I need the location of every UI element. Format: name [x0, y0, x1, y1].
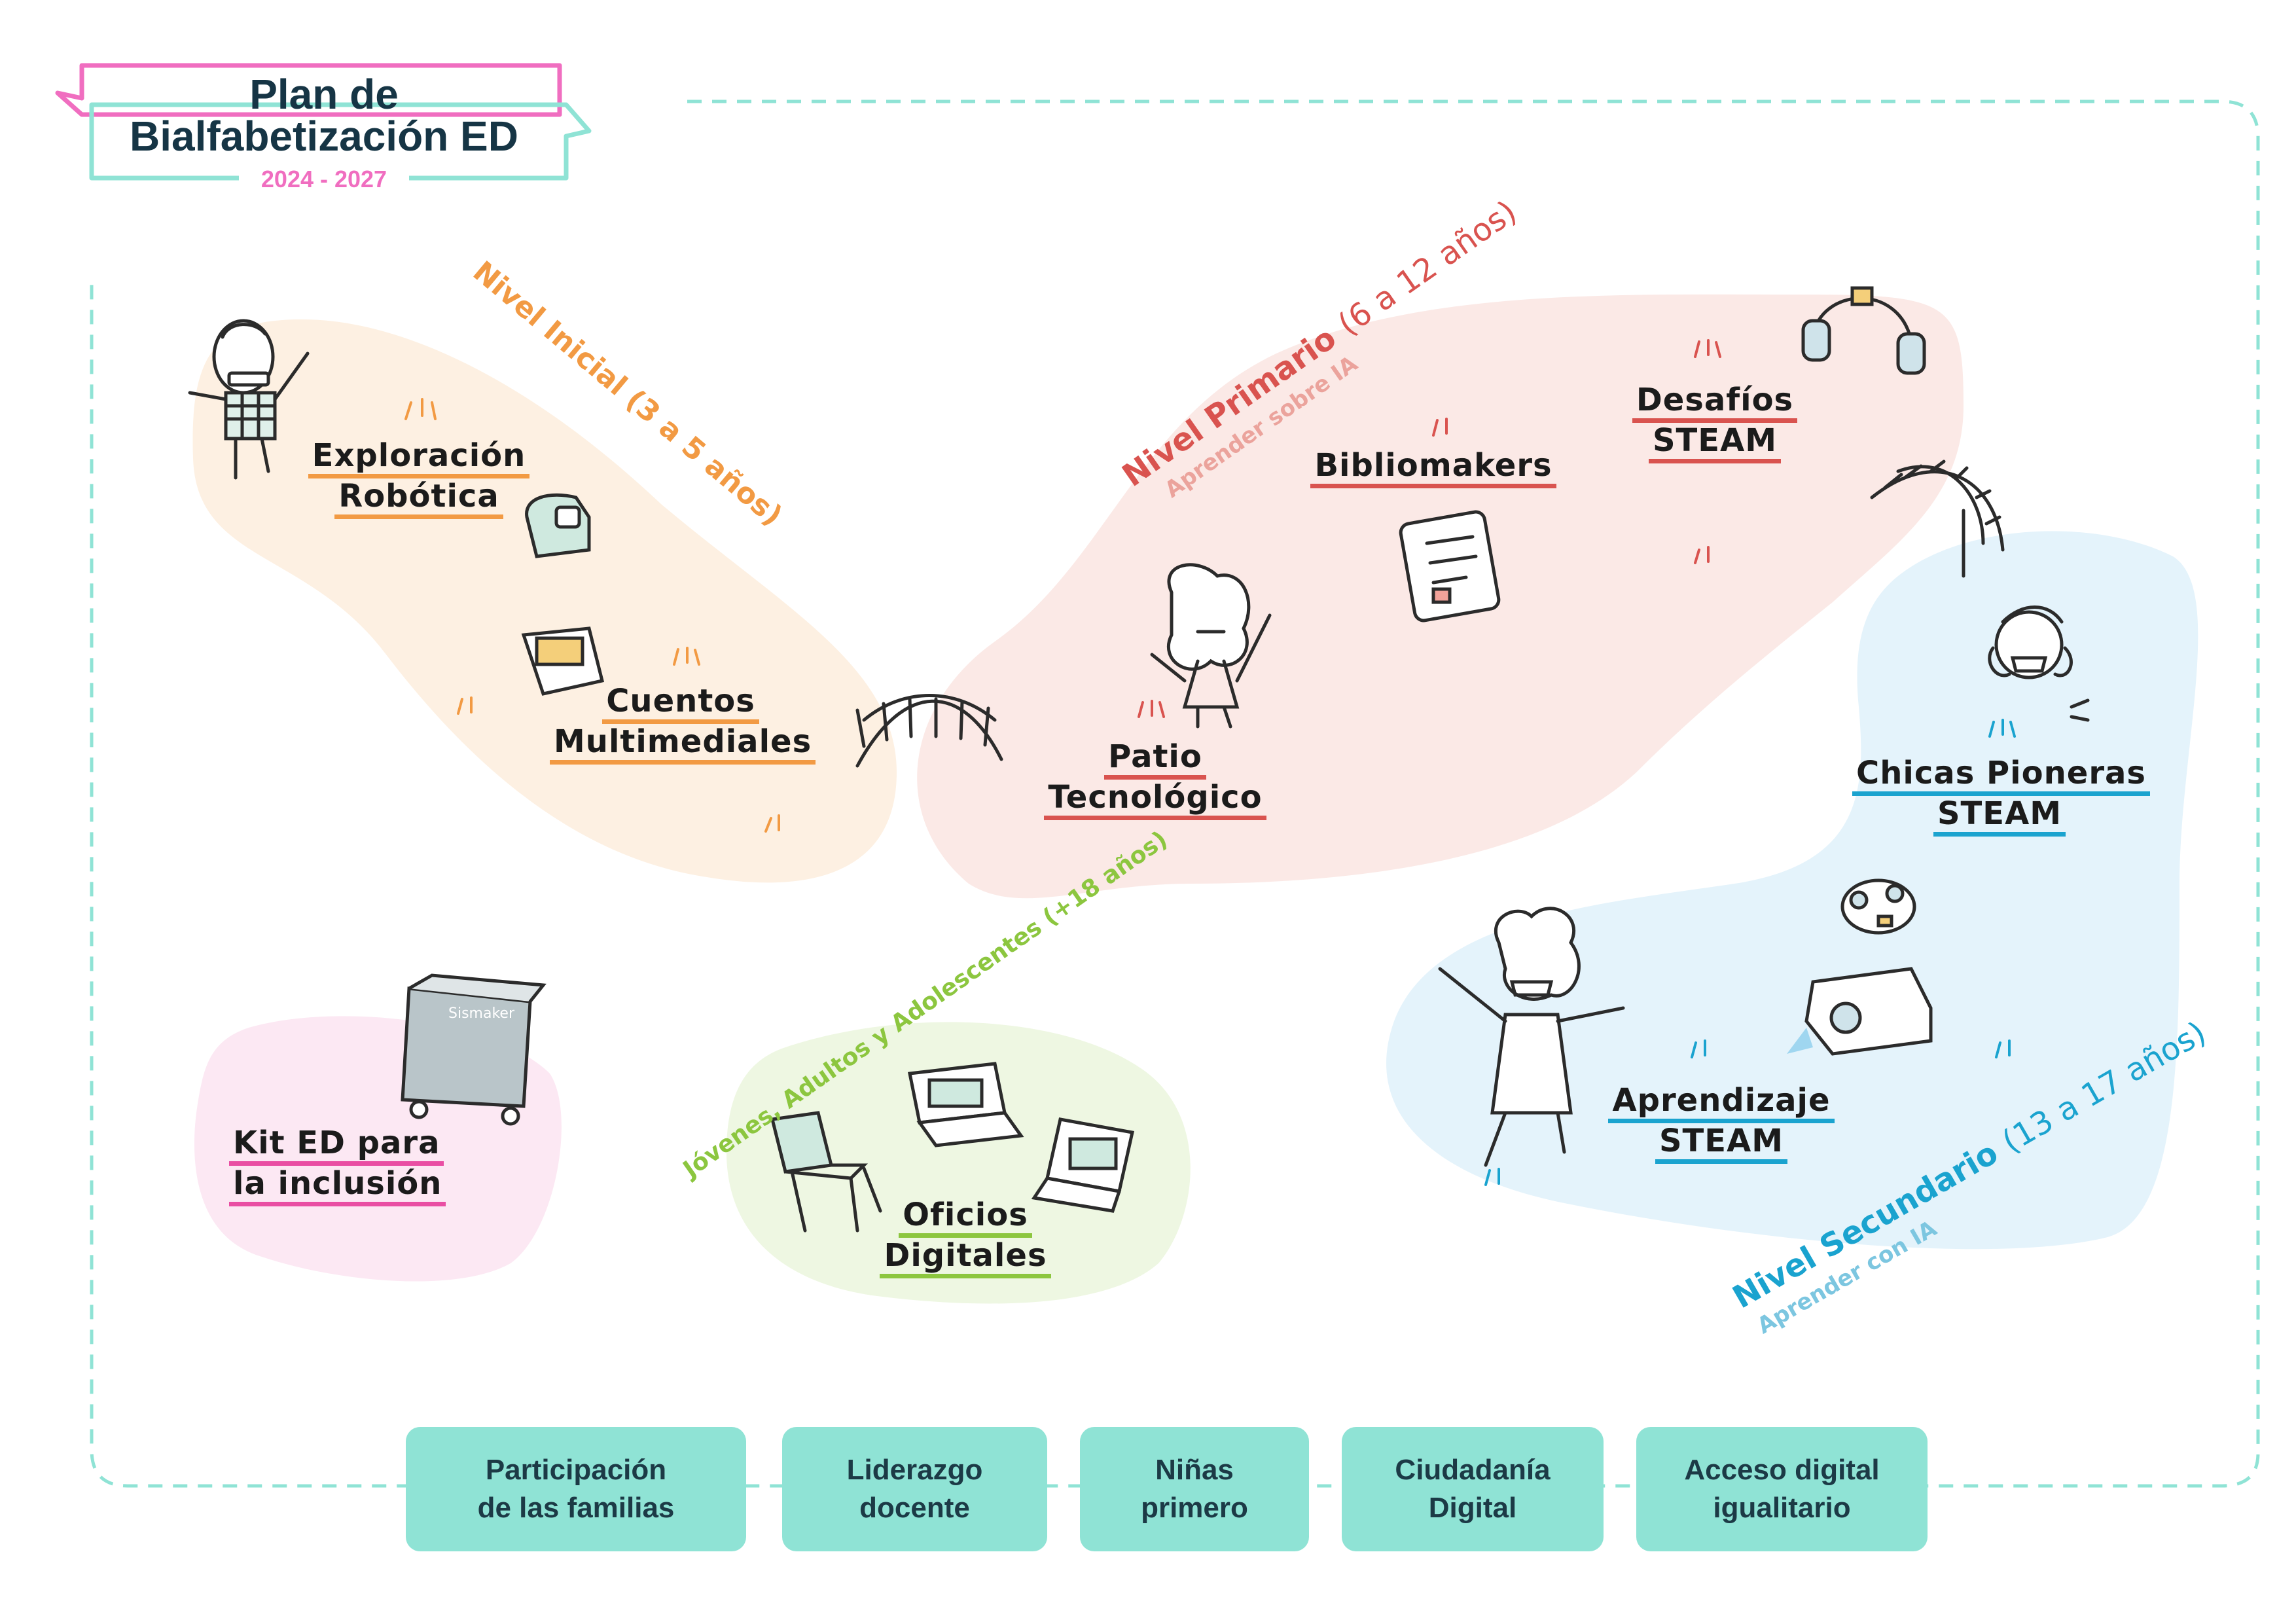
- bridge-left-icon: [855, 694, 1003, 768]
- program-aprendizaje-line-2: STEAM: [1655, 1123, 1787, 1164]
- boy-doodle-icon: [188, 319, 310, 480]
- pillar-acceso-text: Acceso digital igualitario: [1684, 1454, 1880, 1524]
- program-kit-line-2: la inclusión: [229, 1165, 446, 1206]
- program-chicas-pioneras-steam: Chicas Pioneras STEAM: [1852, 753, 2150, 837]
- robot-toy-icon: [525, 493, 591, 558]
- laptop-icon: [908, 1062, 1024, 1147]
- program-cuentos-line-2: Multimediales: [550, 723, 816, 765]
- robot-kit-icon: [1840, 878, 1916, 935]
- girl-doodle-icon: [1150, 563, 1272, 729]
- program-desafios-line-2: STEAM: [1648, 422, 1781, 463]
- program-chicas-line-1: Chicas Pioneras: [1852, 755, 2150, 796]
- title-frame: [55, 63, 592, 181]
- program-aprendizaje-line-1: Aprendizaje: [1608, 1082, 1835, 1123]
- program-patio-tecnologico: Patio Tecnológico: [1041, 736, 1270, 820]
- pillar-acceso: Acceso digital igualitario: [1636, 1427, 1928, 1551]
- program-cuentos-multimediales: Cuentos Multimediales: [550, 681, 816, 765]
- secundario-blob: [1386, 531, 2198, 1250]
- laptop-2-icon: [1031, 1117, 1135, 1213]
- pillar-liderazgo-text: Liderazgo docente: [846, 1454, 983, 1524]
- program-bibliomakers-line-1: Bibliomakers: [1310, 447, 1556, 488]
- sparkle-marks-blue: [1484, 719, 2016, 1186]
- title-line-1: Plan de: [249, 71, 399, 118]
- cabinet-icon: Sismaker: [401, 973, 547, 1126]
- cabinet-brand-text: Sismaker: [448, 1005, 515, 1022]
- sparkle-marks: [404, 398, 780, 833]
- program-chicas-line-2: STEAM: [1933, 795, 2066, 837]
- program-patio-line-2: Tecnológico: [1044, 779, 1266, 820]
- tablet-book-icon: [521, 626, 605, 696]
- program-oficios-line-1: Oficios: [899, 1197, 1032, 1238]
- program-patio-line-1: Patio: [1104, 738, 1206, 780]
- headphones-icon: [1801, 286, 1926, 375]
- program-cuentos-line-1: Cuentos: [602, 683, 759, 724]
- program-aprendizaje-steam: Aprendizaje STEAM: [1597, 1080, 1846, 1164]
- curly-girl-doodle-icon: [1988, 605, 2090, 722]
- chair-icon: [770, 1111, 882, 1233]
- program-kit-line-1: Kit ED para: [229, 1125, 444, 1166]
- title-line-2: Bialfabetización ED: [130, 113, 518, 160]
- program-exploracion-line-1: Exploración: [308, 437, 530, 478]
- program-bibliomakers: Bibliomakers: [1309, 445, 1558, 488]
- pillar-ciudadania-text: Ciudadanía Digital: [1395, 1454, 1551, 1524]
- program-oficios-line-2: Digitales: [880, 1237, 1051, 1278]
- dashed-frame: [90, 99, 2260, 1488]
- projector-icon: [1787, 967, 1933, 1056]
- pillar-ninas: Niñas primero: [1080, 1427, 1309, 1551]
- inicial-blob: [192, 319, 897, 883]
- program-exploracion-line-2: Robótica: [334, 478, 503, 519]
- pillar-familias: Participación de las familias: [406, 1427, 746, 1551]
- title-years: 2024 - 2027: [239, 166, 409, 192]
- program-desafios-steam: Desafíos STEAM: [1617, 380, 1813, 463]
- program-oficios-digitales: Oficios Digitales: [864, 1195, 1067, 1278]
- pillar-liderazgo: Liderazgo docente: [782, 1427, 1047, 1551]
- pillar-ciudadania: Ciudadanía Digital: [1342, 1427, 1604, 1551]
- program-exploracion-robotica: Exploración Robótica: [308, 435, 530, 519]
- tablet-document-icon: [1399, 510, 1501, 623]
- pillar-familias-text: Participación de las familias: [477, 1454, 675, 1524]
- program-kit-inclusion: Kit ED para la inclusión: [229, 1123, 478, 1206]
- adultos-blob: [726, 1022, 1191, 1304]
- pillar-ninas-text: Niñas primero: [1141, 1454, 1248, 1524]
- scientist-doodle-icon: [1438, 907, 1625, 1167]
- bridge-right-icon: [1870, 460, 2005, 578]
- page-title: Plan de Bialfabetización ED: [108, 73, 540, 157]
- sparkle-marks-red: [1138, 339, 1721, 718]
- program-desafios-line-1: Desafíos: [1632, 382, 1798, 423]
